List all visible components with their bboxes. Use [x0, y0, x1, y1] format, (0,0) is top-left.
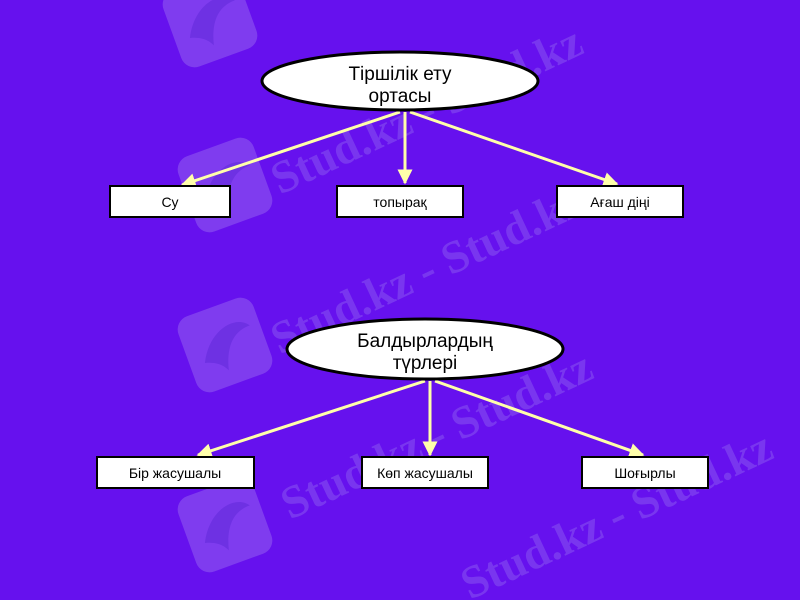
- edge-arrow: [434, 379, 645, 458]
- root-node-algae-types: Балдырлардың түрлері: [285, 317, 565, 381]
- child-node-tree-trunk: Ағаш діңі: [556, 185, 684, 218]
- child-node-label: Көп жасушалы: [377, 465, 473, 481]
- child-node-label: Шоғырлы: [614, 465, 675, 481]
- child-node-unicellular: Бір жасушалы: [96, 456, 255, 489]
- root-node-habitat: Тіршілік ету ортасы: [260, 50, 540, 112]
- child-node-water: Су: [109, 185, 231, 218]
- root-node-label-line1: Тіршілік ету: [348, 64, 452, 85]
- watermark-text: Stud.kz - Stud.kz: [453, 420, 780, 600]
- child-node-soil: топырақ: [336, 185, 464, 218]
- watermark-logo-icon: [177, 297, 273, 393]
- root-node-label-line2: түрлері: [393, 353, 458, 374]
- child-node-label: Ағаш діңі: [590, 194, 649, 210]
- watermark-logo-icon: [177, 477, 273, 573]
- child-node-colonial: Шоғырлы: [581, 456, 709, 489]
- child-node-label: топырақ: [373, 194, 427, 210]
- child-node-label: Бір жасушалы: [129, 465, 221, 481]
- edge-arrow: [196, 379, 426, 458]
- edge-arrow: [409, 110, 619, 187]
- edge-arrow: [180, 110, 401, 188]
- root-node-label-line1: Балдырлардың: [357, 331, 493, 352]
- root-node-label-line2: ортасы: [369, 86, 432, 107]
- watermark-logo-icon: [162, 0, 258, 68]
- child-node-multicellular: Көп жасушалы: [361, 456, 489, 489]
- child-node-label: Су: [161, 194, 178, 210]
